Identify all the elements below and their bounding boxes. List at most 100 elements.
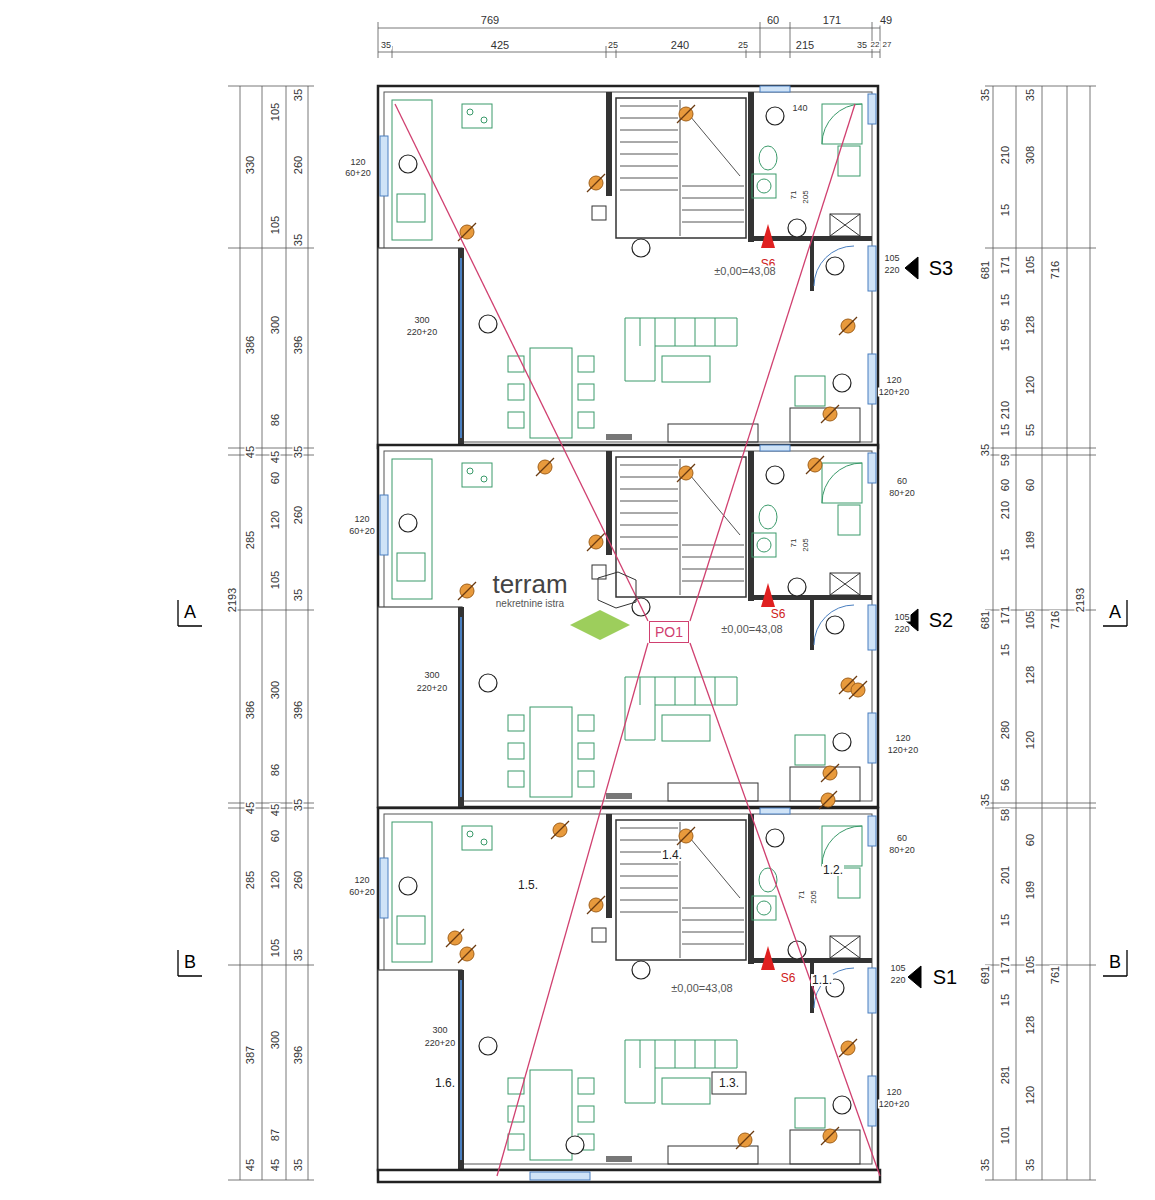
dimension-label: 2193 xyxy=(1075,587,1086,613)
opening-size: 140 xyxy=(791,104,808,113)
dimension-label: 15 xyxy=(1000,293,1011,307)
dimension-label: 769 xyxy=(480,15,500,26)
dimension-label: 120 xyxy=(1025,1085,1036,1105)
opening-size: 120+20 xyxy=(878,1100,910,1109)
dimension-label: 95 xyxy=(1000,318,1011,332)
dimension-label: 25 xyxy=(607,41,619,50)
dimension-label: 15 xyxy=(1000,643,1011,657)
opening-size: 120 xyxy=(353,876,370,885)
dimension-label: 35 xyxy=(980,1158,991,1172)
plan-part xyxy=(908,966,921,988)
opening-size: 60 xyxy=(896,477,908,486)
dimension-label: 691 xyxy=(980,965,991,985)
dimension-label: 35 xyxy=(980,88,991,102)
dimension-label: 35 xyxy=(293,88,304,102)
dimension-label: 56 xyxy=(1000,778,1011,792)
dimension-label: 240 xyxy=(670,40,690,51)
dimension-label: 387 xyxy=(245,1045,256,1065)
opening-size: 80+20 xyxy=(888,846,915,855)
opening-size: 220 xyxy=(883,266,900,275)
door-size: 205 xyxy=(802,189,810,204)
dimension-label: 60 xyxy=(1025,833,1036,847)
dimension-label: 260 xyxy=(293,505,304,525)
opening-size: 120+20 xyxy=(887,746,919,755)
plan-part xyxy=(712,1072,746,1094)
section-label: S1 xyxy=(932,967,958,987)
dimension-label: 716 xyxy=(1050,260,1061,280)
dimension-label: 716 xyxy=(1050,610,1061,630)
plan-part xyxy=(378,808,878,1170)
opening-size: 120 xyxy=(349,158,366,167)
dimension-label: 425 xyxy=(490,40,510,51)
dimension-label: 128 xyxy=(1025,665,1036,685)
door-size: 205 xyxy=(802,537,810,552)
opening-size: 220+20 xyxy=(406,328,438,337)
dimension-label: 35 xyxy=(856,41,868,50)
dimension-label: 45 xyxy=(245,445,256,459)
watermark: terram xyxy=(491,571,568,597)
dimension-label: 105 xyxy=(270,215,281,235)
room-number: 1.1. xyxy=(811,974,833,986)
opening-size: 105 xyxy=(893,613,910,622)
dimension-label: 171 xyxy=(1000,255,1011,275)
dimension-label: 280 xyxy=(1000,720,1011,740)
dimension-label: 35 xyxy=(293,798,304,812)
dimension-label: 86 xyxy=(270,763,281,777)
dimension-label: 210 xyxy=(1000,400,1011,420)
room-number: 1.6. xyxy=(434,1077,456,1089)
room-number: 1.5. xyxy=(517,879,539,891)
dimension-label: 308 xyxy=(1025,145,1036,165)
dimension-label: 105 xyxy=(1025,955,1036,975)
dimension-label: 49 xyxy=(879,15,893,26)
plan-part xyxy=(395,104,648,621)
opening-size: 120 xyxy=(885,1088,902,1097)
dimension-label: 396 xyxy=(293,1045,304,1065)
dimension-label: 55 xyxy=(1025,423,1036,437)
dimension-label: 35 xyxy=(1025,88,1036,102)
opening-size: 300 xyxy=(413,316,430,325)
dimension-label: 396 xyxy=(293,335,304,355)
dimension-label: 45 xyxy=(270,803,281,817)
opening-size: 220 xyxy=(889,976,906,985)
plan-part xyxy=(736,1131,754,1149)
dimension-label: 15 xyxy=(1000,203,1011,217)
plan-part xyxy=(690,643,880,1176)
dimension-label: 210 xyxy=(1000,145,1011,165)
plan-part xyxy=(240,86,1090,1180)
door-size: 71 xyxy=(790,538,798,549)
dimension-label: 681 xyxy=(980,610,991,630)
opening-size: 220+20 xyxy=(424,1039,456,1048)
dimension-label: 105 xyxy=(270,570,281,590)
dimension-label: 22 xyxy=(870,41,881,49)
door-size: 71 xyxy=(798,890,806,901)
dimension-label: 105 xyxy=(270,938,281,958)
dimension-label: 128 xyxy=(1025,315,1036,335)
dimension-label: 60 xyxy=(270,471,281,485)
dimension-label: 120 xyxy=(1025,375,1036,395)
node-text: PO1 xyxy=(655,625,683,639)
dimension-label: 25 xyxy=(737,41,749,50)
opening-size: 80+20 xyxy=(888,489,915,498)
opening-size: 120 xyxy=(894,734,911,743)
plan-part xyxy=(905,257,918,279)
dimension-label: 105 xyxy=(1025,255,1036,275)
dimension-label: 386 xyxy=(245,335,256,355)
dimension-label: 45 xyxy=(270,450,281,464)
marker-label: S6 xyxy=(780,972,797,984)
plan-part xyxy=(806,456,824,474)
dimension-label: 189 xyxy=(1025,530,1036,550)
dimension-label: 86 xyxy=(270,413,281,427)
dimension-label: 35 xyxy=(980,443,991,457)
plan-part xyxy=(446,929,464,947)
camera-box: PO1 xyxy=(649,621,689,643)
section-cut-label: B xyxy=(183,953,197,971)
section-label: S3 xyxy=(928,258,954,278)
plan-part xyxy=(378,445,878,807)
dimension-label: 15 xyxy=(1000,993,1011,1007)
plan-part xyxy=(497,643,648,1176)
dimension-label: 761 xyxy=(1050,965,1061,985)
dimension-label: 58 xyxy=(1000,808,1011,822)
section-cut-label: B xyxy=(1108,953,1122,971)
plan-part xyxy=(849,681,867,699)
